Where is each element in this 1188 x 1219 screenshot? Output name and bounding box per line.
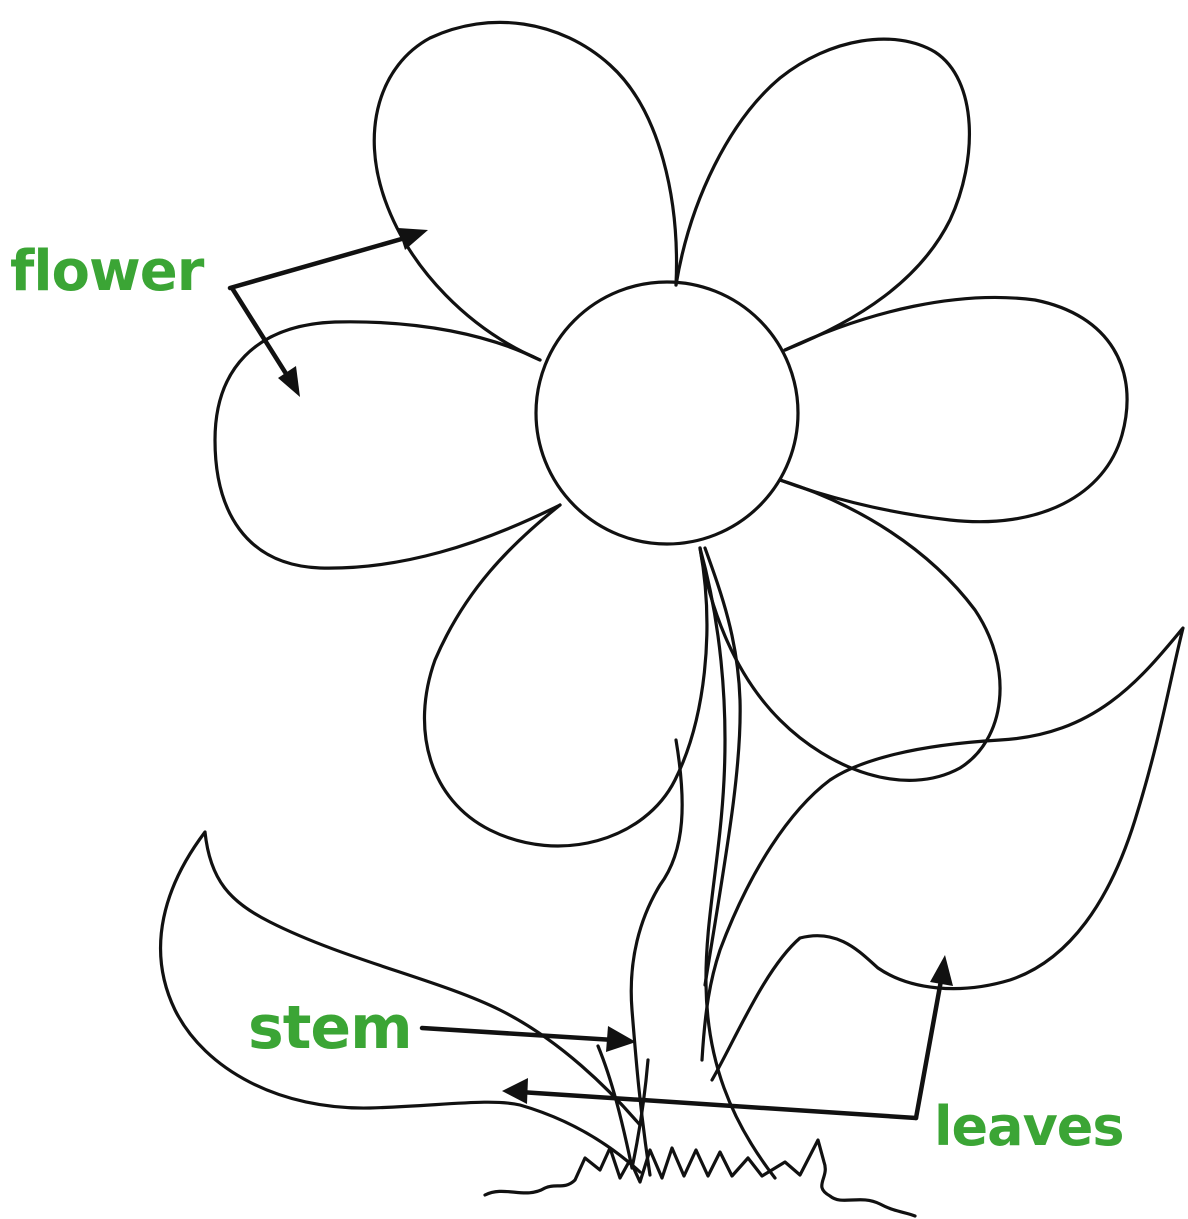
stem [700,548,775,1178]
petal-lower-right [700,480,1000,780]
petal-right [780,297,1127,521]
flower-pointer [232,288,290,380]
leaves-label: leaves [934,1100,1124,1154]
leaves-pointer [520,1092,916,1118]
stem-pointer [422,1028,614,1040]
right-leaf [702,628,1183,1080]
grass [485,1140,915,1216]
flower-label: flower [10,244,203,300]
flower-pointer [230,236,412,288]
petal-left [215,322,560,568]
flower-arrowhead [278,366,300,397]
flower-center [536,282,798,544]
petal-bottom [424,505,706,846]
leaves-arrowhead [502,1078,528,1104]
flower-arrowhead [398,228,428,250]
stem-label: stem [248,998,412,1058]
leaves-arrowhead [930,955,953,986]
stem-arrowhead [606,1026,636,1052]
petal-top-left [374,22,676,360]
